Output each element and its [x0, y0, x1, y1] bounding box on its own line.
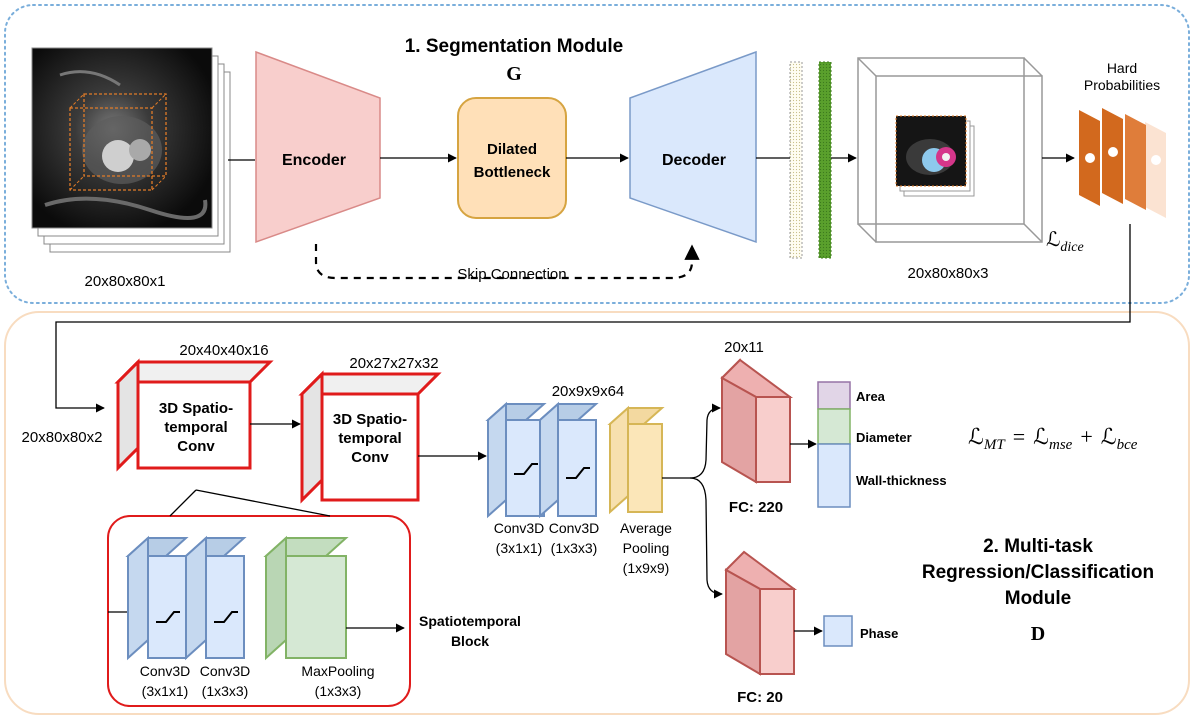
segmentation-module-border	[4, 4, 1190, 304]
output-diameter-label: Diameter	[856, 430, 912, 445]
spatiotemporal-conv-block-2	[298, 370, 442, 504]
st-block-label-line2: Block	[451, 633, 489, 649]
segmentation-output-cube	[857, 57, 1043, 243]
st-maxpooling-block	[263, 535, 349, 661]
block1-label-line2: temporal	[164, 419, 227, 436]
conv2-label-line1: Conv3D	[549, 520, 600, 536]
spatiotemporal-conv-block-1	[114, 358, 274, 472]
st-conv3d-3x1x1-block	[125, 535, 189, 661]
conv1-label-line1: Conv3D	[494, 520, 545, 536]
multitask-title-line2: Regression/Classification	[922, 562, 1154, 583]
fc1-label: FC: 220	[729, 499, 783, 516]
output-area-box	[817, 381, 851, 410]
input-dims-label: 20x80x80x1	[85, 273, 166, 290]
feature-map-bar-light	[789, 61, 803, 259]
multitask-module-border	[4, 311, 1190, 715]
conv-stack-dims: 20x9x9x64	[552, 383, 625, 400]
st-conv2-label-line1: Conv3D	[200, 663, 251, 679]
encoder-label: Encoder	[282, 152, 346, 169]
dice-loss-symbol: ℒdice	[1046, 229, 1084, 255]
bottleneck-label-line1: Dilated	[487, 141, 537, 158]
st-pool-label-line2: (1x3x3)	[315, 683, 362, 699]
bottleneck-label-line2: Bottleneck	[474, 164, 551, 181]
multitask-loss-equation: ℒMT=ℒmse+ℒbce	[968, 424, 1138, 453]
conv3d-1x3x3-block	[537, 401, 599, 519]
fc-20-block	[724, 550, 798, 676]
conv1-label-line2: (3x1x1)	[496, 540, 543, 556]
detail-connector-right	[195, 489, 331, 517]
average-pooling-block	[607, 405, 665, 515]
multitask-title-line3: Module	[1005, 588, 1072, 609]
fc1-dims: 20x11	[724, 339, 764, 356]
block2-label-line1: 3D Spatio-	[333, 411, 407, 428]
output-phase-box	[823, 615, 853, 647]
block2-dims: 20x27x27x32	[349, 355, 438, 372]
avgpool-label-line1: Average	[620, 520, 672, 536]
connector-seg-to-multitask	[55, 224, 1131, 413]
hard-prob-label-line2: Probabilities	[1084, 77, 1160, 93]
discriminator-letter: D	[1031, 623, 1045, 645]
st-conv3d-1x3x3-block	[183, 535, 247, 661]
multitask-title-line1: 2. Multi-task	[983, 536, 1093, 557]
conv3d-3x1x1-block	[485, 401, 547, 519]
output-phase-label: Phase	[860, 626, 898, 641]
block2-label-line3: Conv	[351, 449, 389, 466]
output-dims-label: 20x80x80x3	[908, 265, 989, 282]
generator-letter: G	[506, 63, 522, 85]
spatiotemporal-block-detail	[107, 515, 411, 707]
output-diameter-box	[817, 408, 851, 445]
st-conv1-label-line2: (3x1x1)	[142, 683, 189, 699]
fc-220-block	[720, 358, 794, 484]
block1-label-line1: 3D Spatio-	[159, 400, 233, 417]
fc2-label: FC: 20	[737, 689, 783, 706]
block1-label-line3: Conv	[177, 438, 215, 455]
arrow-pool-fc1	[662, 403, 721, 479]
dilated-bottleneck-block	[457, 97, 567, 219]
skip-connection-arrow	[314, 244, 700, 280]
detail-connector-left	[169, 489, 197, 517]
conv2-label-line2: (1x3x3)	[551, 540, 598, 556]
st-conv1-label-line1: Conv3D	[140, 663, 191, 679]
output-wallthickness-box	[817, 443, 851, 508]
multitask-input-dims: 20x80x80x2	[22, 429, 103, 446]
block2-label-line2: temporal	[338, 430, 401, 447]
decoder-label: Decoder	[662, 152, 726, 169]
encoder-block	[255, 50, 381, 244]
segmentation-module-title: 1. Segmentation Module	[405, 36, 624, 57]
skip-connection-label: Skip Connection	[457, 266, 566, 283]
decoder-block	[629, 50, 757, 244]
input-mri-stack	[31, 47, 231, 253]
st-block-label-line1: Spatiotemporal	[419, 613, 521, 629]
st-conv2-label-line2: (1x3x3)	[202, 683, 249, 699]
hard-probabilities-stack	[1079, 108, 1166, 218]
output-wallthickness-label: Wall-thickness	[856, 473, 947, 488]
avgpool-label-line3: (1x9x9)	[623, 560, 670, 576]
block1-dims: 20x40x40x16	[179, 342, 268, 359]
arrow-pool-fc2	[689, 477, 723, 599]
output-area-label: Area	[856, 389, 886, 404]
feature-map-bar-green	[818, 61, 832, 259]
avgpool-label-line2: Pooling	[623, 540, 670, 556]
hard-prob-label-line1: Hard	[1107, 60, 1137, 76]
st-pool-label-line1: MaxPooling	[301, 663, 374, 679]
